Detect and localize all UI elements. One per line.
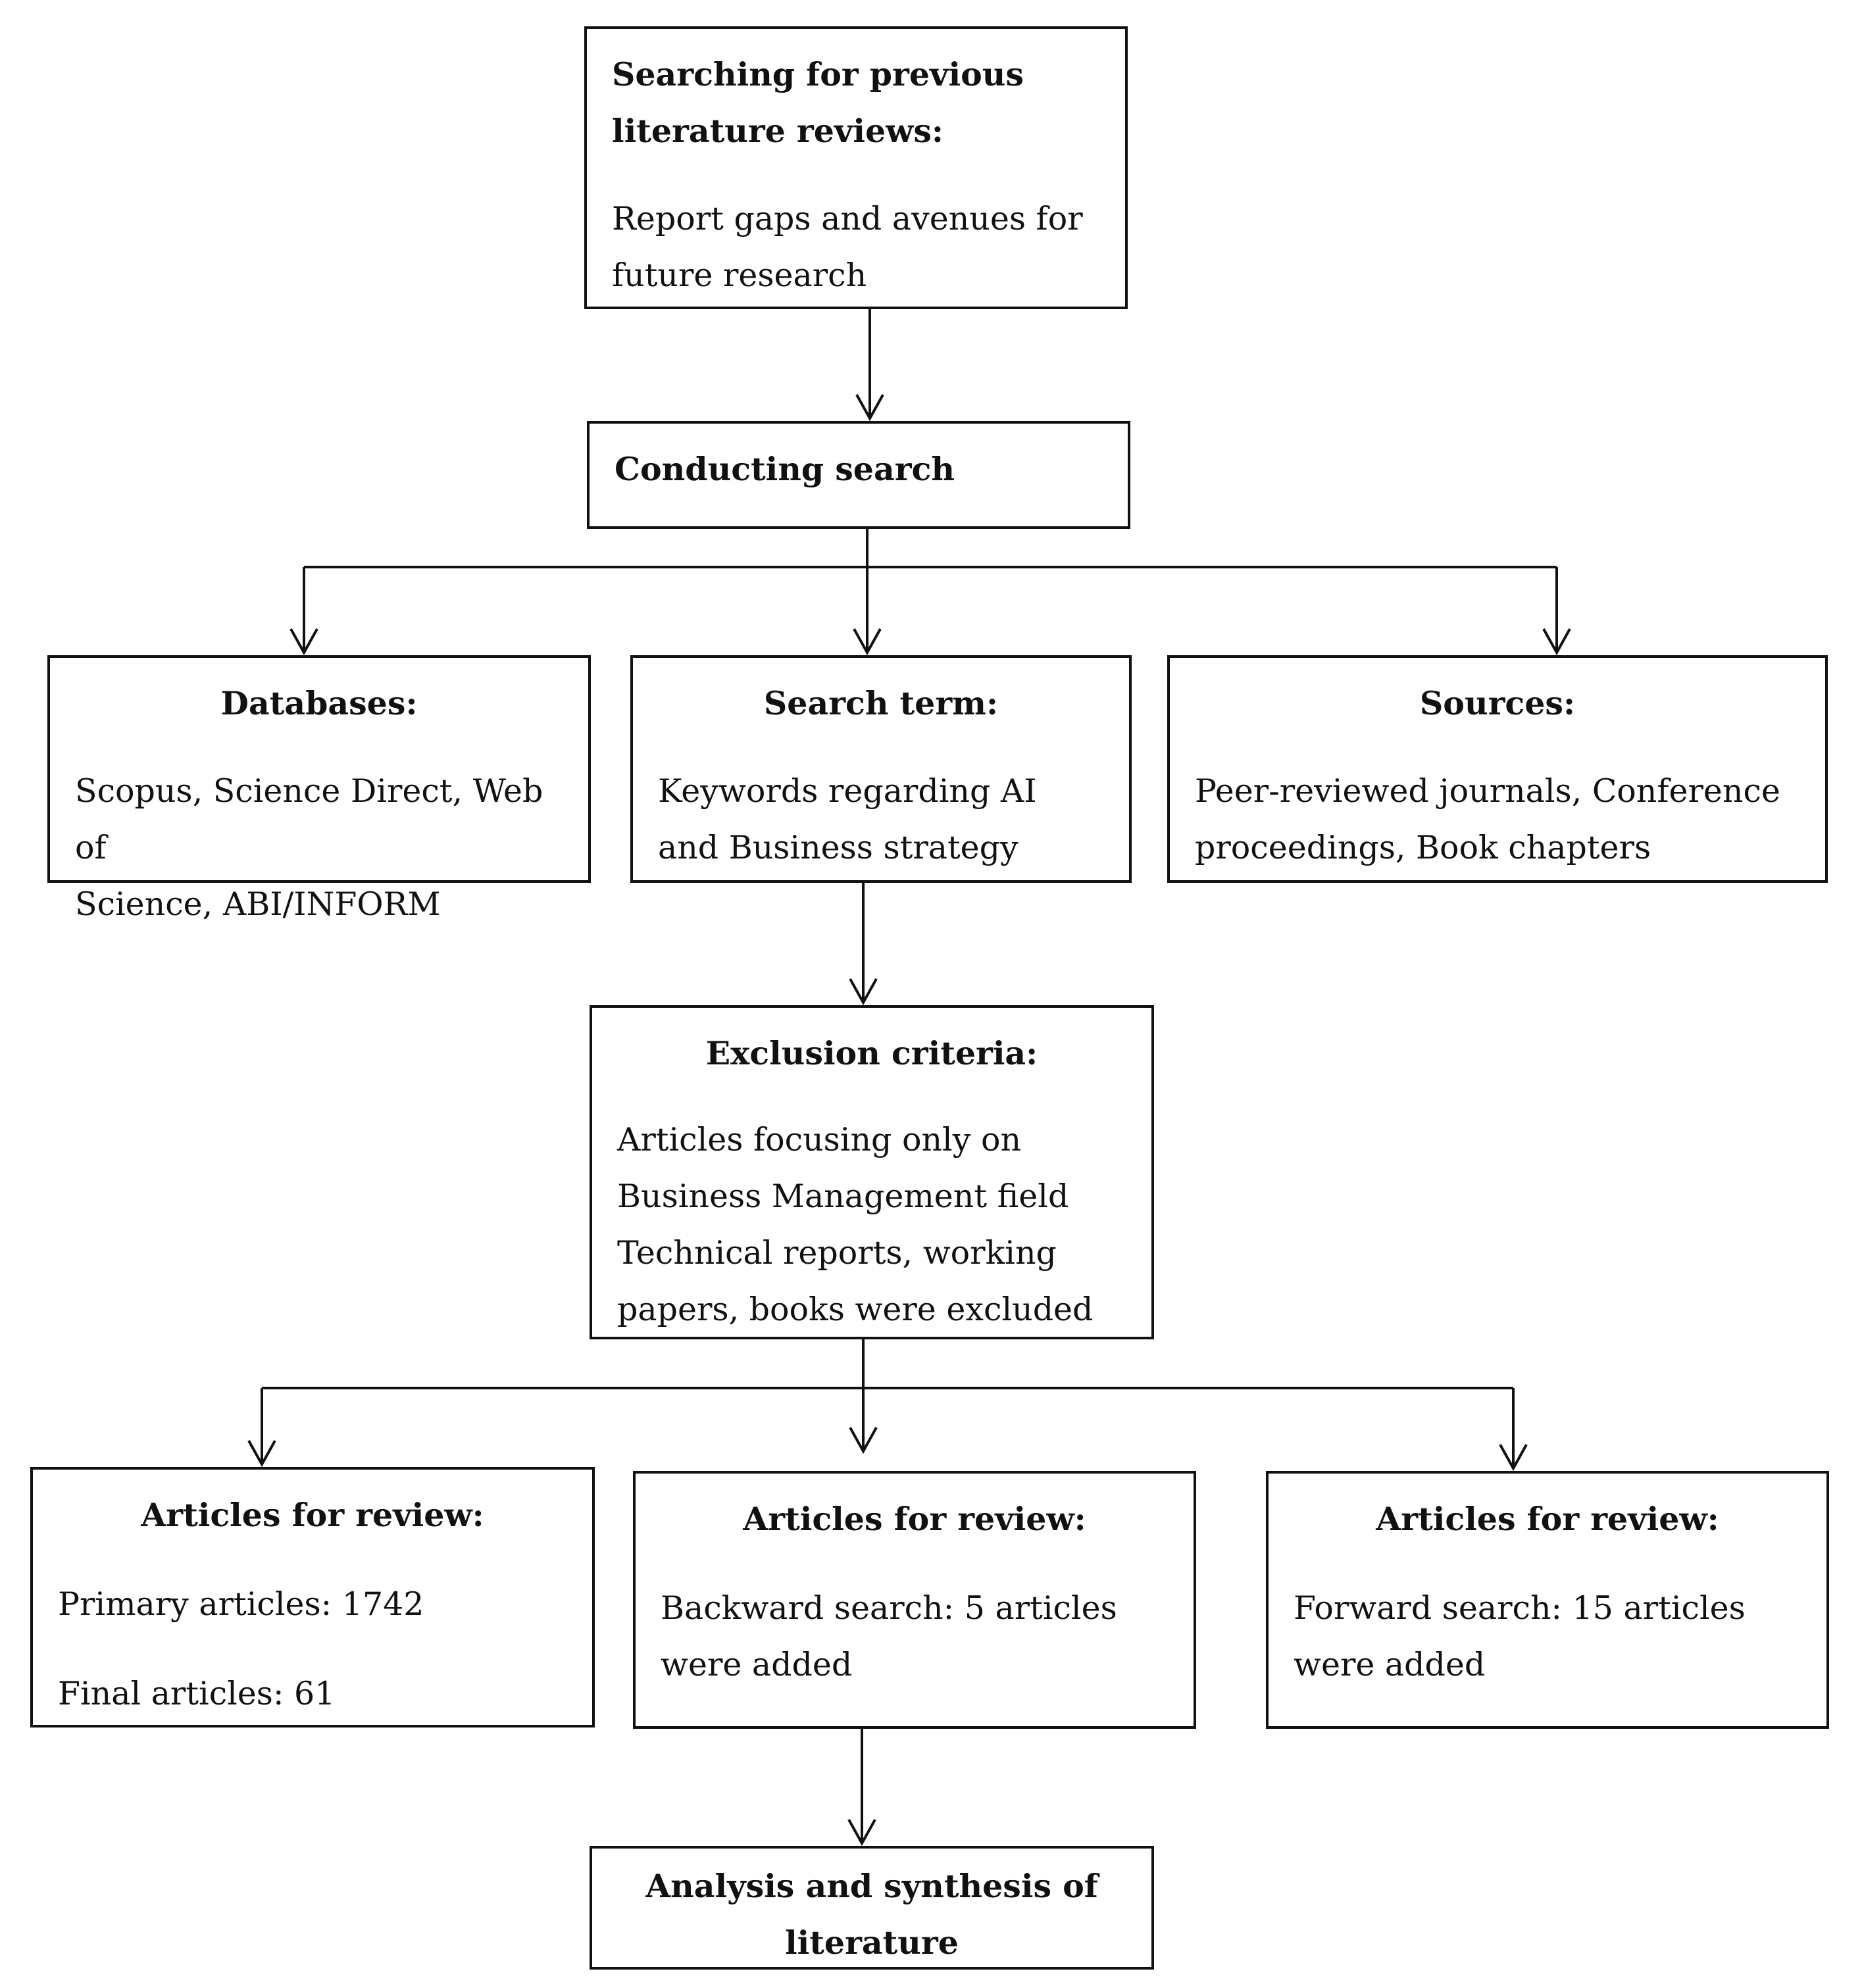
search-term-box: Search term: Keywords regarding AI and B…: [630, 655, 1132, 883]
analysis-synthesis-box: Analysis and synthesis of literature: [590, 1846, 1154, 1970]
exclusion-criteria-box: Exclusion criteria: Articles focusing on…: [590, 1005, 1154, 1339]
exclusion-title: Exclusion criteria:: [705, 1034, 1038, 1072]
search-box-title-line2: literature reviews:: [612, 112, 944, 150]
databases-title: Databases:: [220, 684, 418, 722]
backward-search-line2: were added: [661, 1646, 853, 1683]
search-term-body-line2: and Business strategy: [658, 829, 1019, 866]
articles-backward-title: Articles for review:: [743, 1500, 1086, 1538]
articles-backward-box: Articles for review: Backward search: 5 …: [633, 1471, 1196, 1729]
search-previous-reviews-box: Searching for previous literature review…: [584, 26, 1128, 309]
sources-box: Sources: Peer-reviewed journals, Confere…: [1167, 655, 1828, 883]
backward-search-line1: Backward search: 5 articles: [661, 1589, 1117, 1627]
search-box-body-line1: Report gaps and avenues for: [612, 200, 1083, 237]
final-title-line2: literature: [785, 1924, 959, 1962]
databases-body-line2: Science, ABI/INFORM: [75, 885, 441, 923]
sources-body-line1: Peer-reviewed journals, Conference: [1195, 772, 1780, 810]
exclusion-line: Articles focusing only on: [617, 1121, 1022, 1158]
articles-forward-title: Articles for review:: [1376, 1500, 1719, 1538]
search-term-title: Search term:: [763, 684, 999, 722]
final-articles-count: Final articles: 61: [58, 1675, 336, 1712]
articles-primary-box: Articles for review: Primary articles: 1…: [30, 1467, 595, 1727]
databases-body-line1: Scopus, Science Direct, Web of: [75, 772, 543, 866]
sources-title: Sources:: [1419, 684, 1576, 722]
articles-primary-title: Articles for review:: [141, 1496, 484, 1534]
articles-forward-box: Articles for review: Forward search: 15 …: [1266, 1471, 1829, 1729]
forward-search-line1: Forward search: 15 articles: [1294, 1589, 1746, 1627]
databases-box: Databases: Scopus, Science Direct, Web o…: [47, 655, 591, 923]
exclusion-line: Business Management field: [617, 1178, 1069, 1215]
sources-body-line2: proceedings, Book chapters: [1195, 829, 1651, 866]
exclusion-line: papers, books were excluded: [617, 1291, 1094, 1328]
search-box-title-line1: Searching for previous: [612, 55, 1024, 93]
final-title-line1: Analysis and synthesis of: [645, 1867, 1098, 1905]
conduct-box-title: Conducting search: [615, 450, 955, 488]
exclusion-line: Technical reports, working: [617, 1234, 1057, 1272]
forward-search-line2: were added: [1294, 1646, 1486, 1683]
search-term-body-line1: Keywords regarding AI: [658, 772, 1037, 810]
primary-articles-count: Primary articles: 1742: [58, 1585, 424, 1623]
conducting-search-box: Conducting search: [587, 421, 1130, 529]
search-box-body-line2: future research: [612, 257, 867, 294]
